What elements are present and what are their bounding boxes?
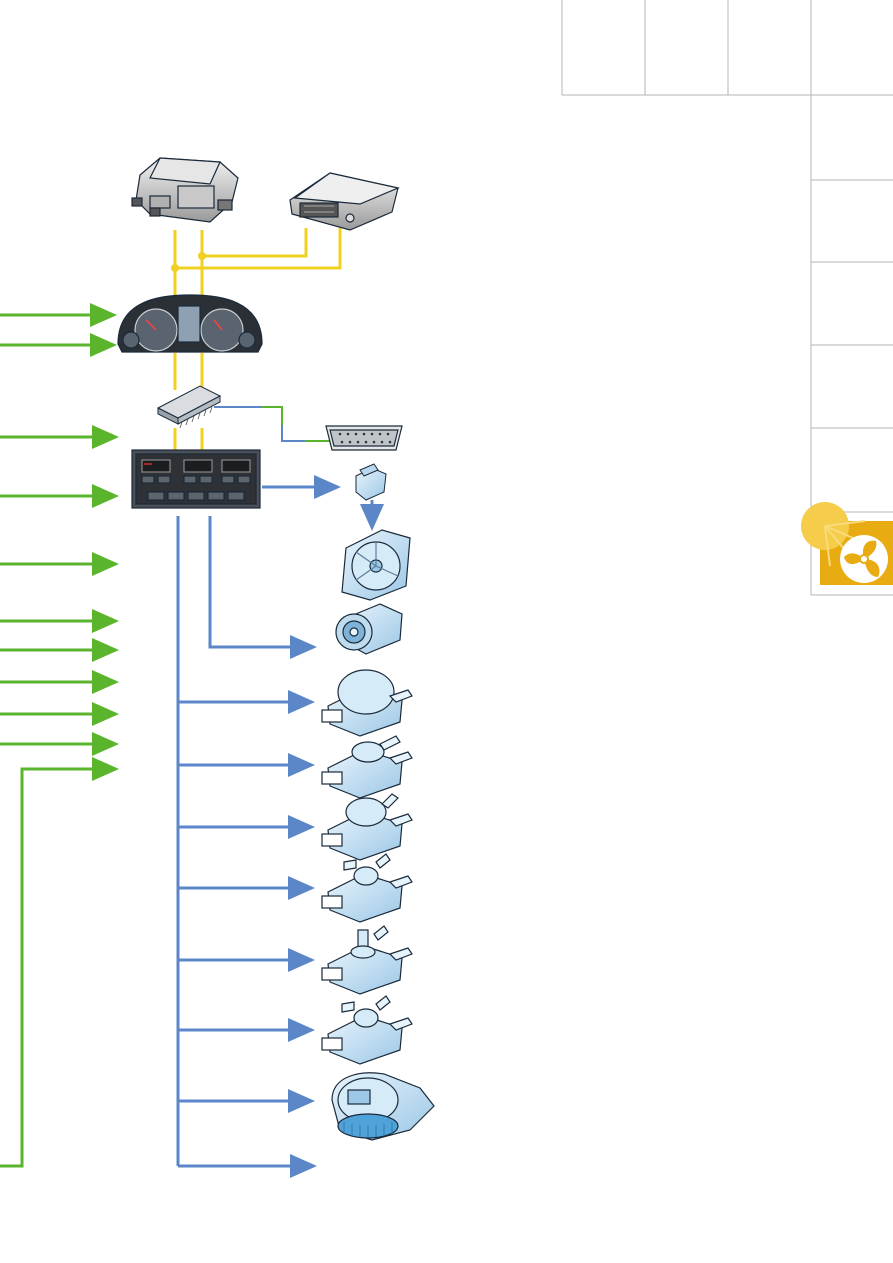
can-bus-junction	[171, 264, 179, 272]
input-signals	[0, 303, 119, 1168]
section-tab-grid	[561, 0, 893, 596]
radiator-fan-icon	[341, 529, 411, 601]
ac-compressor-icon	[335, 603, 403, 655]
instrument-cluster-icon	[117, 294, 263, 353]
output-signals	[176, 475, 384, 1178]
fresh-air-blower-icon	[331, 1072, 435, 1141]
climate-control-panel-icon	[131, 449, 261, 509]
engine-control-unit-icon	[289, 172, 400, 231]
input-arrow	[0, 757, 119, 1168]
flap-servo-motor-icon	[321, 669, 413, 1065]
microchip-icon	[156, 385, 222, 429]
diagnostic-connector-icon	[325, 425, 403, 451]
output-arrow	[208, 516, 317, 659]
gateway-control-unit-icon	[131, 157, 239, 223]
diagnostic-wire	[214, 406, 330, 442]
fan-control-unit-icon	[355, 463, 387, 501]
air-conditioning-fan-icon	[801, 502, 893, 585]
can-bus-junction	[198, 252, 206, 260]
